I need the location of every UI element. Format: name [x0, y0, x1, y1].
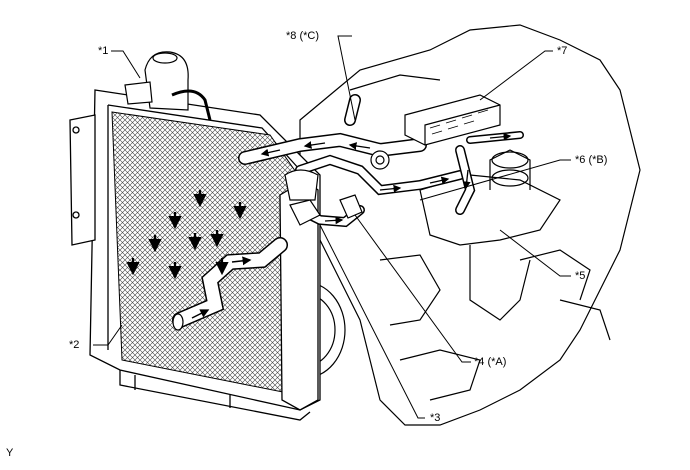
label-radiator: *2	[69, 339, 80, 351]
label-reservoir: *1	[98, 45, 109, 57]
radiator-flow-arrows	[126, 190, 247, 280]
label-hose-4: *4 (*A)	[474, 356, 507, 368]
reservoir-tank	[124, 51, 212, 121]
label-heater-7: *7	[557, 45, 568, 57]
thermostat-housing	[284, 150, 390, 226]
heater-unit	[404, 94, 501, 146]
label-block-5: *5	[575, 270, 586, 282]
upper-hoses	[238, 94, 524, 228]
label-hose-8: *8 (*C)	[286, 30, 320, 42]
radiator-body	[69, 89, 321, 421]
corner-mark: Y	[6, 447, 14, 459]
label-hose-3: *3	[430, 412, 441, 424]
label-hose-6: *6 (*B)	[575, 154, 608, 166]
engine-block	[299, 24, 641, 426]
leader-lines	[93, 35, 571, 419]
